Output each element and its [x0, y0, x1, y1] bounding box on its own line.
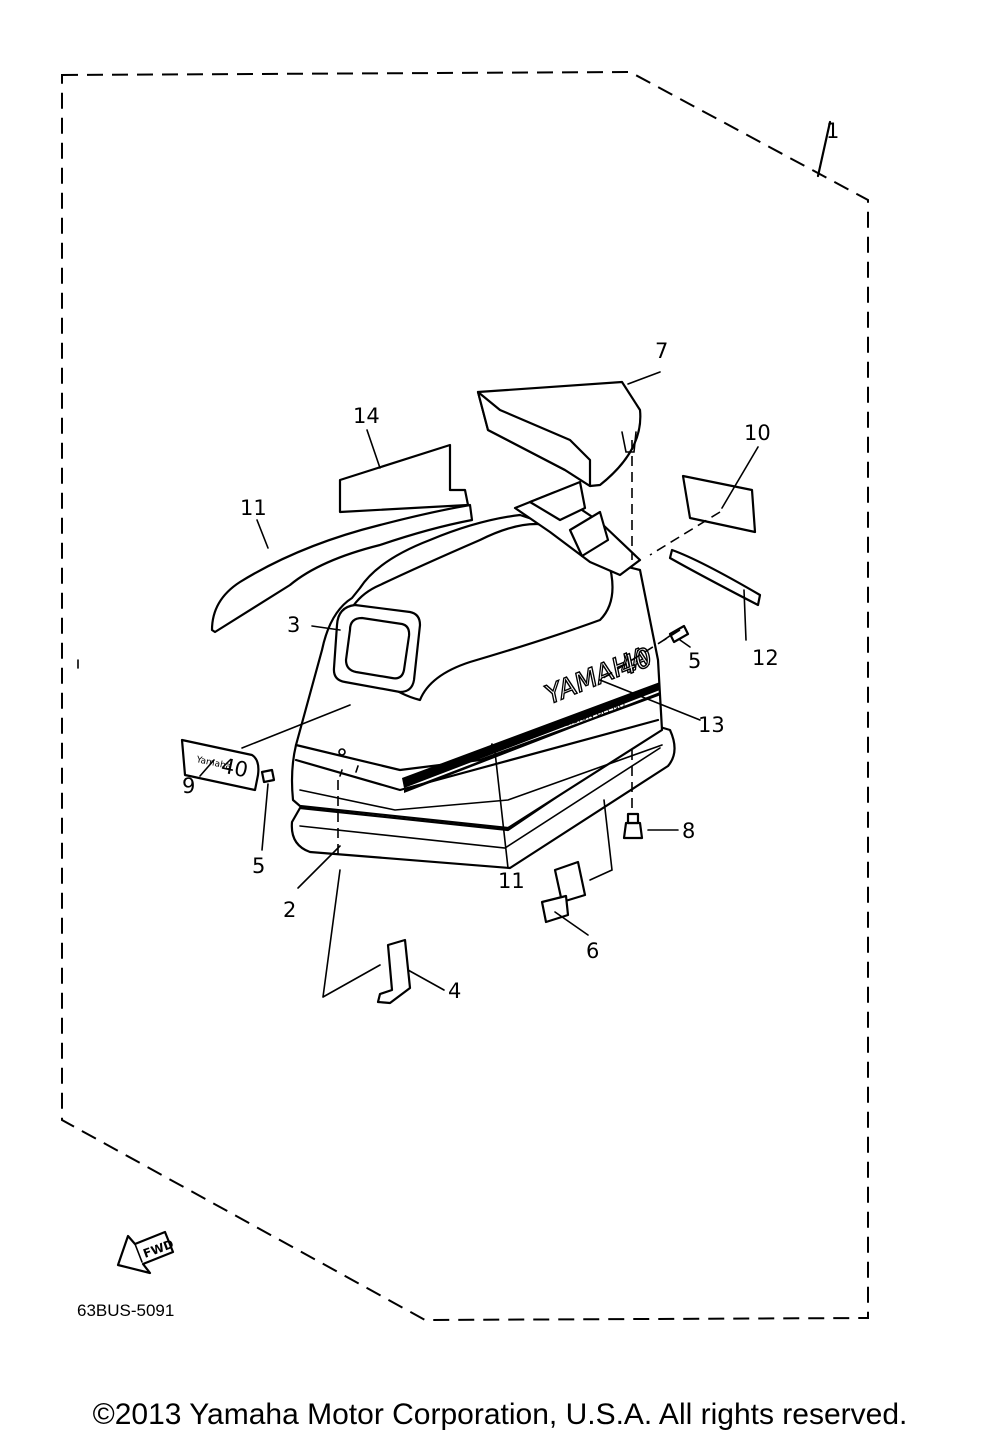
rear-handle-structure: [513, 480, 642, 577]
leader-1: [816, 120, 832, 178]
assembly-boundary: [61, 70, 869, 1322]
part-11-decal-left: [210, 503, 474, 634]
part-4-bracket: [376, 938, 412, 1005]
callout-11a: 11: [240, 496, 267, 520]
callout-8: 8: [682, 819, 695, 843]
part-7-cap: [476, 380, 642, 488]
copyright-notice: ©2013 Yamaha Motor Corporation, U.S.A. A…: [92, 1398, 908, 1431]
part-6-clip: [540, 860, 587, 924]
leader-lines: [199, 371, 759, 998]
callout-10: 10: [744, 421, 771, 445]
callout-5b: 5: [252, 854, 265, 878]
callout-4: 4: [448, 979, 461, 1003]
part-3-window: [332, 603, 422, 694]
callout-7: 7: [655, 339, 668, 363]
callout-5a: 5: [688, 649, 701, 673]
callout-numbers: 1 2 3 4 5 5 6 7 8 9 10 11 11 12 13 14: [182, 119, 839, 1003]
part-8-bolt: [622, 812, 644, 840]
callout-13: 13: [698, 713, 725, 737]
callout-2: 2: [283, 898, 296, 922]
callout-6: 6: [586, 939, 599, 963]
part-9-decal: Yamaha 40: [180, 738, 260, 792]
rubber-seal: [290, 725, 676, 870]
top-cowling: PRECISION BLEND YAMAHA 40: [290, 513, 676, 870]
part-12-strip: [668, 548, 762, 607]
stripe-band: [402, 682, 660, 788]
part-5-screw-right: [663, 624, 690, 644]
callout-9: 9: [182, 774, 195, 798]
callout-1: 1: [826, 119, 839, 143]
svg-text:40: 40: [219, 753, 250, 782]
callout-14: 14: [353, 404, 380, 428]
drawing-code: 63BUS-5091: [77, 1301, 174, 1320]
callout-3: 3: [287, 613, 300, 637]
part-10-decal: [681, 474, 757, 534]
part-5-screw-left: [260, 768, 276, 784]
guide-lines: [337, 440, 721, 860]
hole-screw: [338, 748, 346, 756]
callout-11b: 11: [498, 869, 525, 893]
fwd-arrow-icon: FWD: [116, 1230, 176, 1275]
part-14-decal: [338, 443, 470, 514]
callout-12: 12: [752, 646, 779, 670]
